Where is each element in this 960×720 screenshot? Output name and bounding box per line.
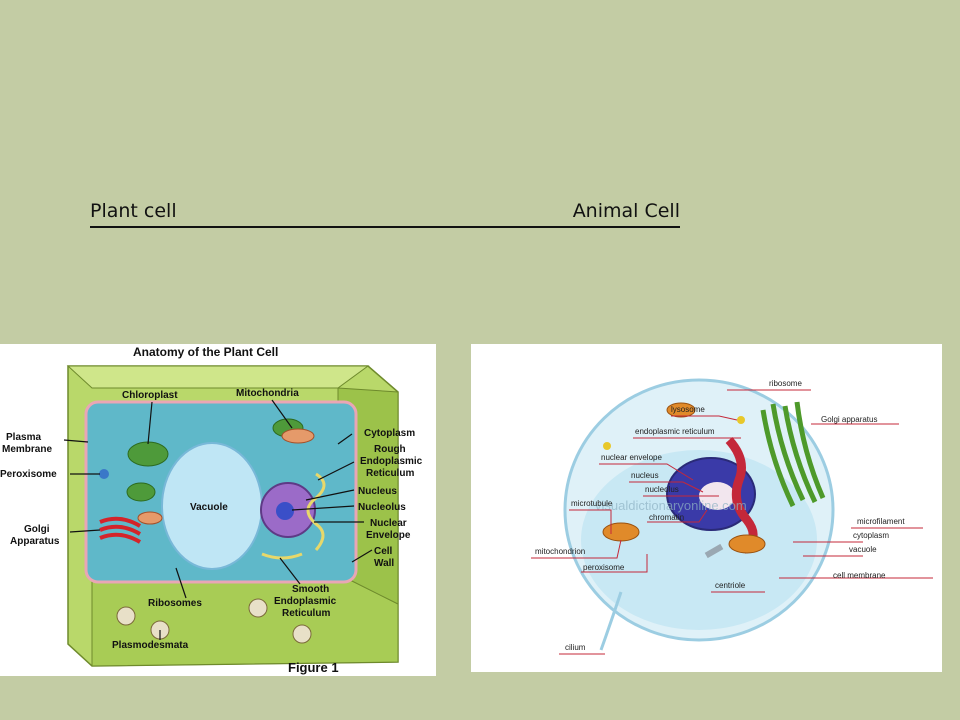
label-plasma-1: Plasma	[6, 432, 41, 443]
label-microtubule: microtubule	[571, 499, 613, 508]
label-chromatin: chromatin	[649, 513, 684, 522]
animal-cell-svg: visualdictionaryonline.com ribosome lyso…	[531, 378, 933, 655]
golgi-shape	[760, 401, 826, 508]
cell-wall-top	[66, 365, 370, 389]
chloroplast-shape	[127, 441, 169, 467]
cell-wall-front	[91, 573, 399, 667]
plasmodesmata-shape-3	[248, 598, 268, 618]
label-nucleolus: nucleolus	[645, 485, 679, 494]
plant-figure-caption: Figure 1	[288, 660, 339, 675]
label-smooth-er-1: Smooth	[292, 584, 329, 595]
lysosome-shape	[737, 416, 745, 424]
label-peroxisome: Peroxisome	[0, 469, 57, 480]
label-ribosomes: Ribosomes	[148, 598, 202, 609]
peroxisome-shape	[603, 442, 611, 450]
golgi-shape	[99, 516, 142, 544]
cilium-shape	[599, 591, 623, 651]
plant-cell-svg: Anatomy of the Plant Cell	[0, 345, 423, 675]
plant-cell-diagram: Anatomy of the Plant Cell	[0, 344, 436, 676]
label-lysosome: lysosome	[671, 405, 705, 414]
watermark: visualdictionaryonline.com	[595, 498, 747, 513]
plant-cell-heading: Plant cell	[90, 200, 177, 222]
label-mitochondria: Mitochondria	[236, 388, 299, 399]
label-nucleolus: Nucleolus	[358, 502, 406, 513]
label-er: endoplasmic reticulum	[635, 427, 715, 436]
label-nucleus: Nucleus	[358, 486, 397, 497]
animal-cell-diagram: visualdictionaryonline.com ribosome lyso…	[471, 344, 942, 672]
plant-leader-lines	[63, 399, 373, 640]
peroxisome-shape	[99, 469, 109, 479]
chloroplast-shape-2	[126, 482, 156, 502]
label-plasmodesmata: Plasmodesmata	[112, 640, 189, 651]
mitochondria-shape	[281, 428, 315, 444]
mitochondria-shape-2	[137, 511, 163, 525]
label-smooth-er-3: Reticulum	[282, 608, 330, 619]
animal-cell-heading: Animal Cell	[572, 200, 680, 222]
label-nucleus: nucleus	[631, 471, 659, 480]
label-cell-wall-1: Cell	[374, 546, 393, 557]
label-vacuole: Vacuole	[190, 502, 228, 513]
rough-er-shape	[306, 472, 326, 551]
label-peroxisome: peroxisome	[583, 563, 625, 572]
label-cilium: cilium	[565, 643, 586, 652]
plant-diagram-title: Anatomy of the Plant Cell	[133, 345, 278, 359]
label-ribosome: ribosome	[769, 379, 802, 388]
label-nuclear-env-1: Nuclear	[370, 518, 407, 529]
label-golgi: Golgi apparatus	[821, 415, 877, 424]
label-cytoplasm: cytoplasm	[853, 531, 889, 540]
diagram-heading: Plant cell Animal Cell	[90, 198, 680, 228]
label-centriole: centriole	[715, 581, 746, 590]
mitochondrion-shape-2	[728, 534, 766, 554]
centriole-shape	[704, 543, 724, 559]
label-rough-er-1: Rough	[374, 444, 406, 455]
label-nuclear-env-2: Envelope	[366, 530, 411, 541]
label-rough-er-2: Endoplasmic	[360, 456, 423, 467]
label-chloroplast: Chloroplast	[122, 390, 178, 401]
smooth-er-shape	[261, 552, 303, 560]
label-microfilament: microfilament	[857, 517, 905, 526]
label-golgi-1: Golgi	[24, 524, 50, 535]
label-golgi-2: Apparatus	[10, 536, 60, 547]
label-smooth-er-2: Endoplasmic	[274, 596, 337, 607]
plasmodesmata-shape	[116, 606, 136, 626]
mitochondrion-shape	[602, 522, 640, 542]
ribosome-region-shape	[666, 402, 696, 418]
label-plasma-2: Membrane	[2, 444, 52, 455]
label-mitochondrion: mitochondrion	[535, 547, 585, 556]
nucleolus-shape	[276, 502, 294, 520]
label-nuclear-envelope: nuclear envelope	[601, 453, 662, 462]
label-rough-er-3: Reticulum	[366, 468, 414, 479]
label-cell-wall-2: Wall	[374, 558, 394, 569]
cytoplasm-shape	[581, 450, 817, 630]
label-cytoplasm: Cytoplasm	[364, 428, 415, 439]
label-cell-membrane: cell membrane	[833, 571, 886, 580]
plasmodesmata-shape-4	[292, 624, 312, 644]
label-vacuole: vacuole	[849, 545, 877, 554]
animal-leader-lines	[531, 389, 933, 655]
